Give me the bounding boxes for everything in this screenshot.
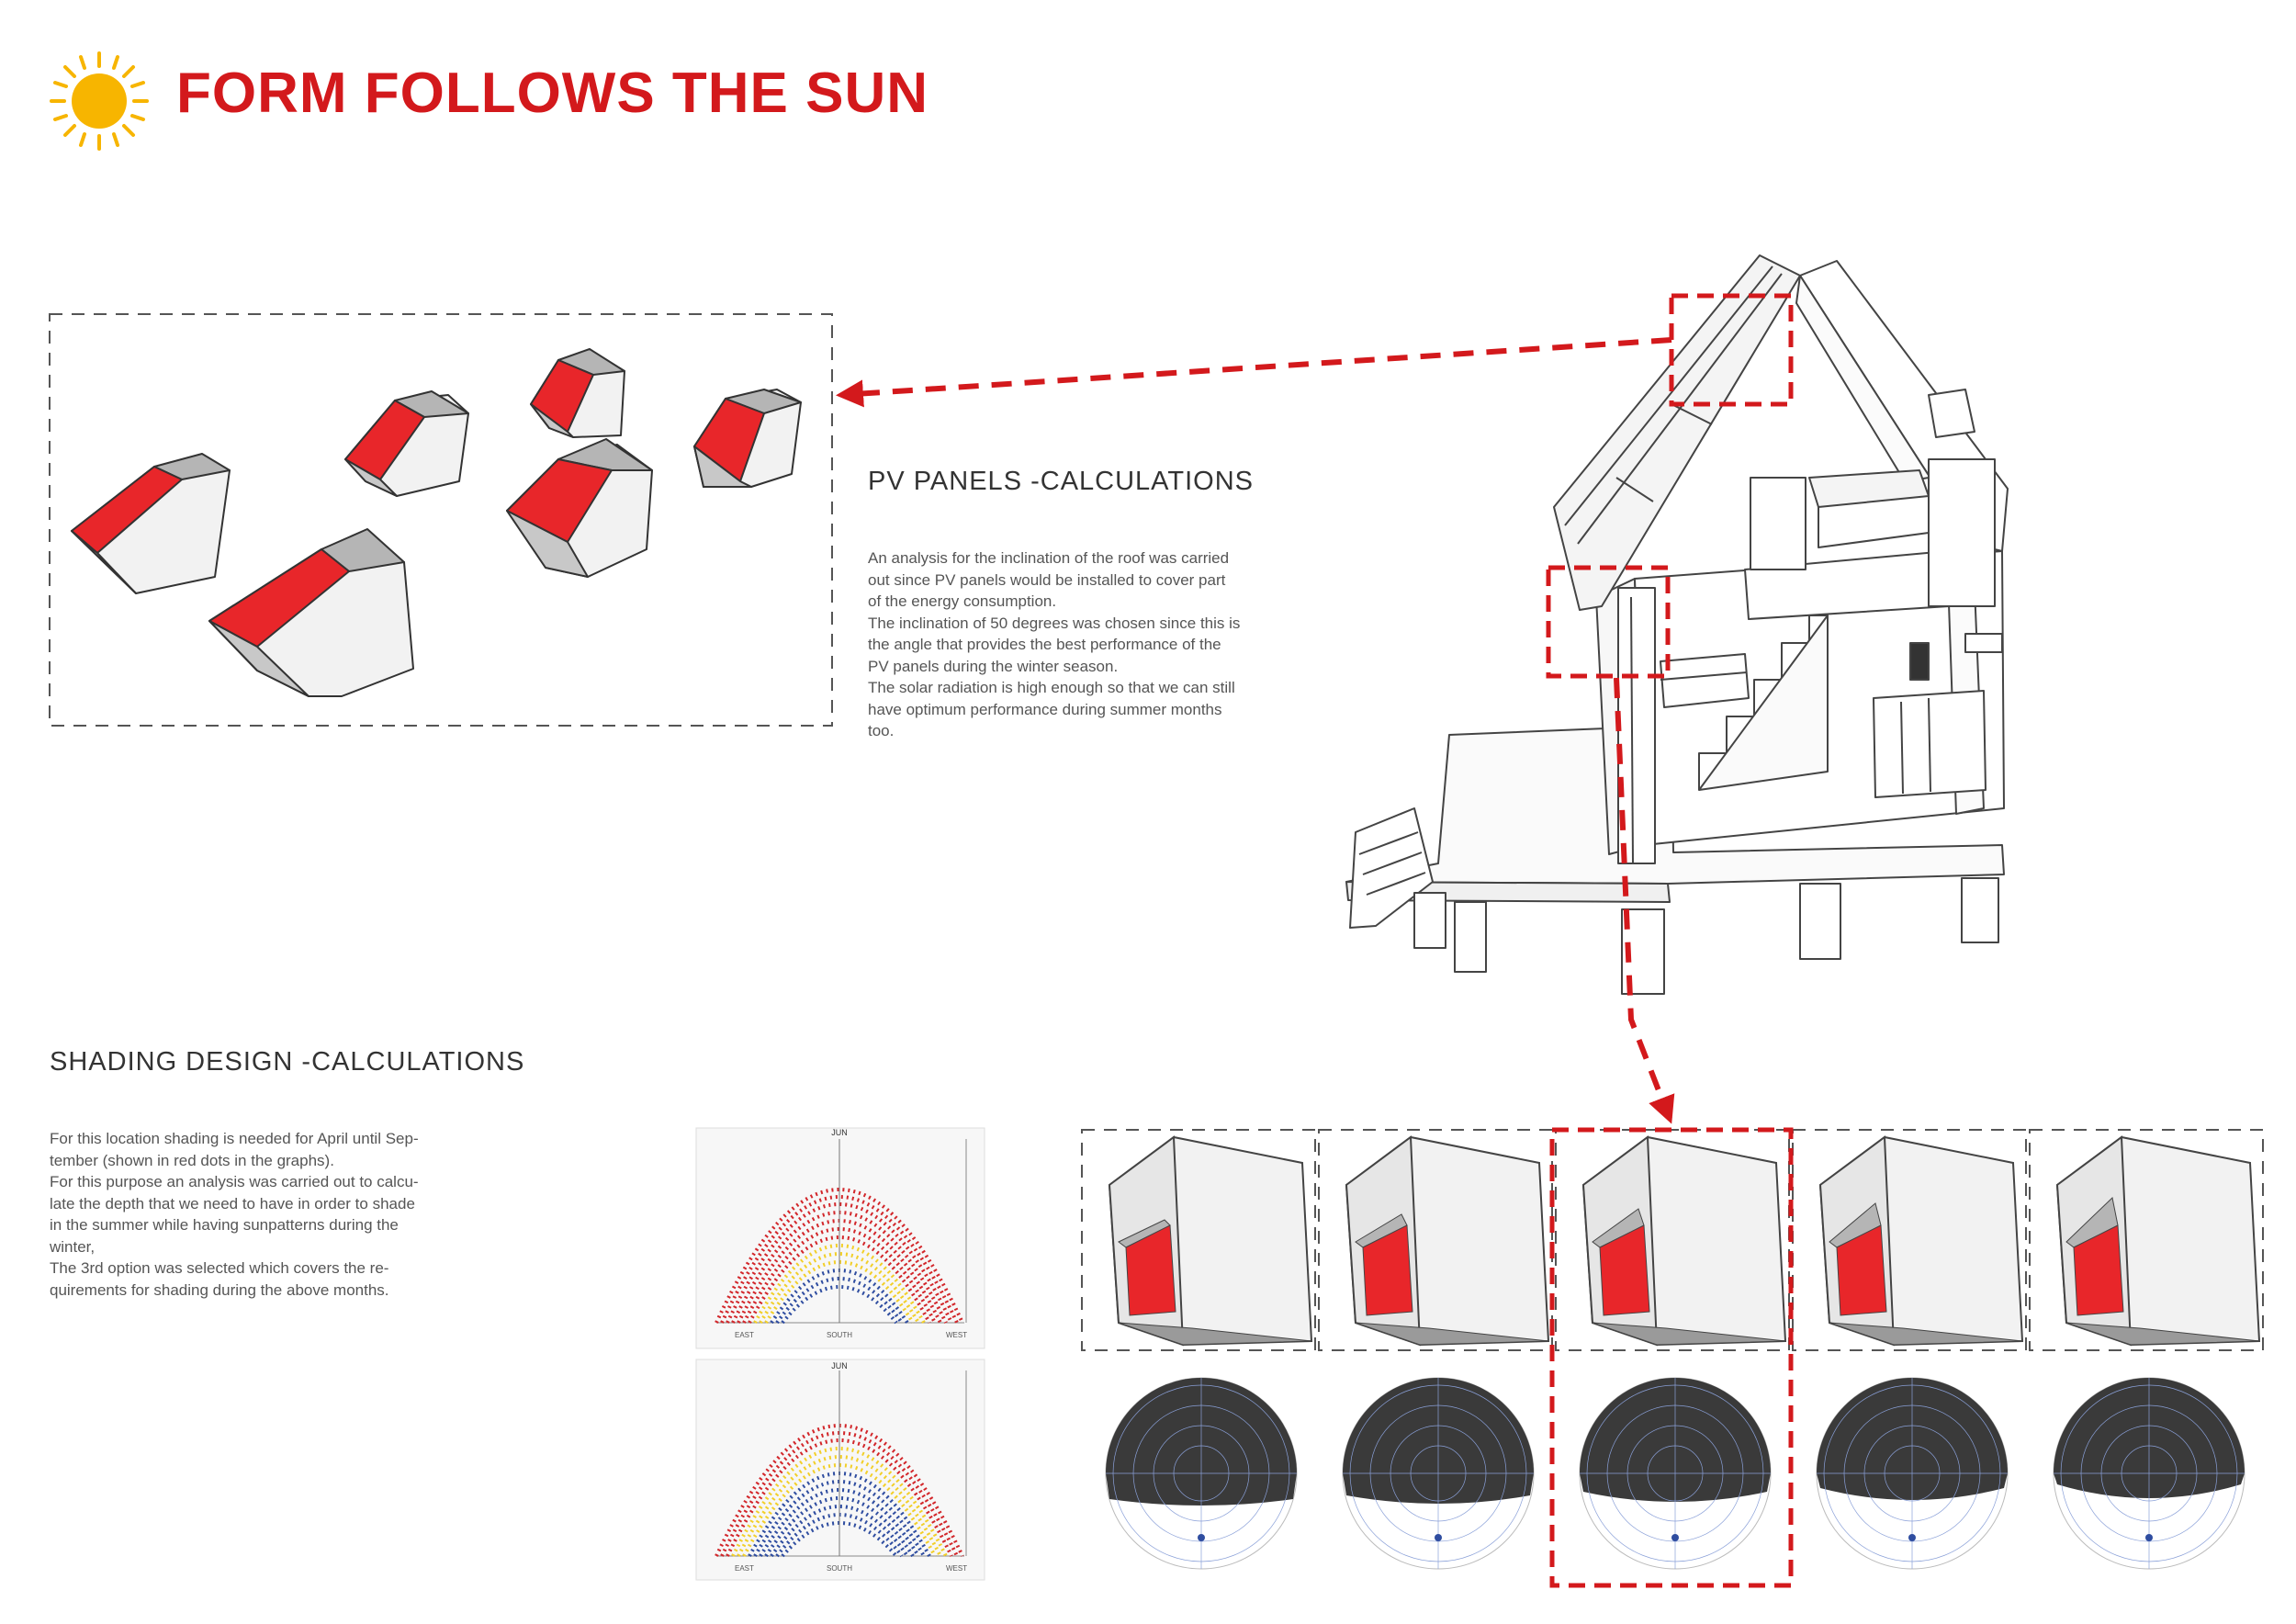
shading-option-5 <box>2029 1129 2264 1570</box>
chart-east-label: EAST <box>735 1331 754 1339</box>
shading-option-3 <box>1555 1129 1790 1570</box>
body-line: tember (shown in red dots in the graphs)… <box>50 1151 334 1169</box>
body-line: late the depth that we need to have in o… <box>50 1194 415 1212</box>
roof-highlight-frame <box>1669 293 1794 407</box>
sun-path-chart-winter: JUN EAST SOUTH WEST <box>695 1359 985 1581</box>
chart-west-label: WEST <box>946 1331 967 1339</box>
body-line: The 3rd option was selected which covers… <box>50 1259 389 1277</box>
pv-section-heading: PV PANELS -CALCULATIONS <box>868 467 1254 496</box>
chart-west-label: WEST <box>946 1564 967 1573</box>
body-line: out since PV panels would be installed t… <box>868 570 1226 589</box>
body-line: The inclination of 50 degrees was chosen… <box>868 614 1241 632</box>
body-line: PV panels during the winter season. <box>868 657 1119 675</box>
body-line: For this purpose an analysis was carried… <box>50 1173 419 1190</box>
wall-highlight-frame <box>1546 565 1671 679</box>
body-line: of the energy consumption. <box>868 592 1057 610</box>
roof-study-5 <box>506 438 653 578</box>
shading-section-heading: SHADING DESIGN -CALCULATIONS <box>50 1047 525 1077</box>
body-line: quirements for shading during the above … <box>50 1280 389 1299</box>
roof-study-2 <box>208 528 414 697</box>
shading-section-body: For this location shading is needed for … <box>50 1128 472 1301</box>
chart-south-label: SOUTH <box>827 1564 852 1573</box>
body-line: An analysis for the inclination of the r… <box>868 549 1230 567</box>
chart-east-label: EAST <box>735 1564 754 1573</box>
roof-study-1 <box>71 453 231 594</box>
body-line: in the summer while having sunpatterns d… <box>50 1216 399 1234</box>
chart-top-label: JUN <box>831 1128 848 1137</box>
shading-options-row <box>1081 1129 2264 1570</box>
body-line: The solar radiation is high enough so th… <box>868 679 1235 696</box>
selected-option-frame <box>1549 1127 1794 1588</box>
body-line: For this location shading is needed for … <box>50 1130 419 1147</box>
body-line: too. <box>868 722 895 739</box>
roof-study-4 <box>530 348 625 438</box>
pv-study-frame <box>49 313 833 727</box>
page-title: FORM FOLLOWS THE SUN <box>176 62 929 125</box>
body-line: the angle that provides the best perform… <box>868 636 1221 653</box>
arrow-roof-to-pv <box>836 337 1672 408</box>
shading-option-2 <box>1318 1129 1553 1570</box>
roof-study-6 <box>693 389 802 488</box>
shading-option-1 <box>1081 1129 1316 1570</box>
arrow-wall-to-shading <box>1614 677 1675 1124</box>
body-line: have optimum performance during summer m… <box>868 700 1222 718</box>
body-line: winter, <box>50 1237 96 1256</box>
sun-icon <box>50 51 149 151</box>
pv-section-body: An analysis for the inclination of the r… <box>868 547 1263 742</box>
shading-option-4 <box>1792 1129 2027 1570</box>
house-axonometric <box>1345 254 2009 995</box>
chart-south-label: SOUTH <box>827 1331 852 1339</box>
chart-top-label: JUN <box>831 1361 848 1370</box>
sun-path-chart-summer: JUN EAST SOUTH WEST <box>695 1127 985 1349</box>
roof-study-3 <box>344 390 469 497</box>
